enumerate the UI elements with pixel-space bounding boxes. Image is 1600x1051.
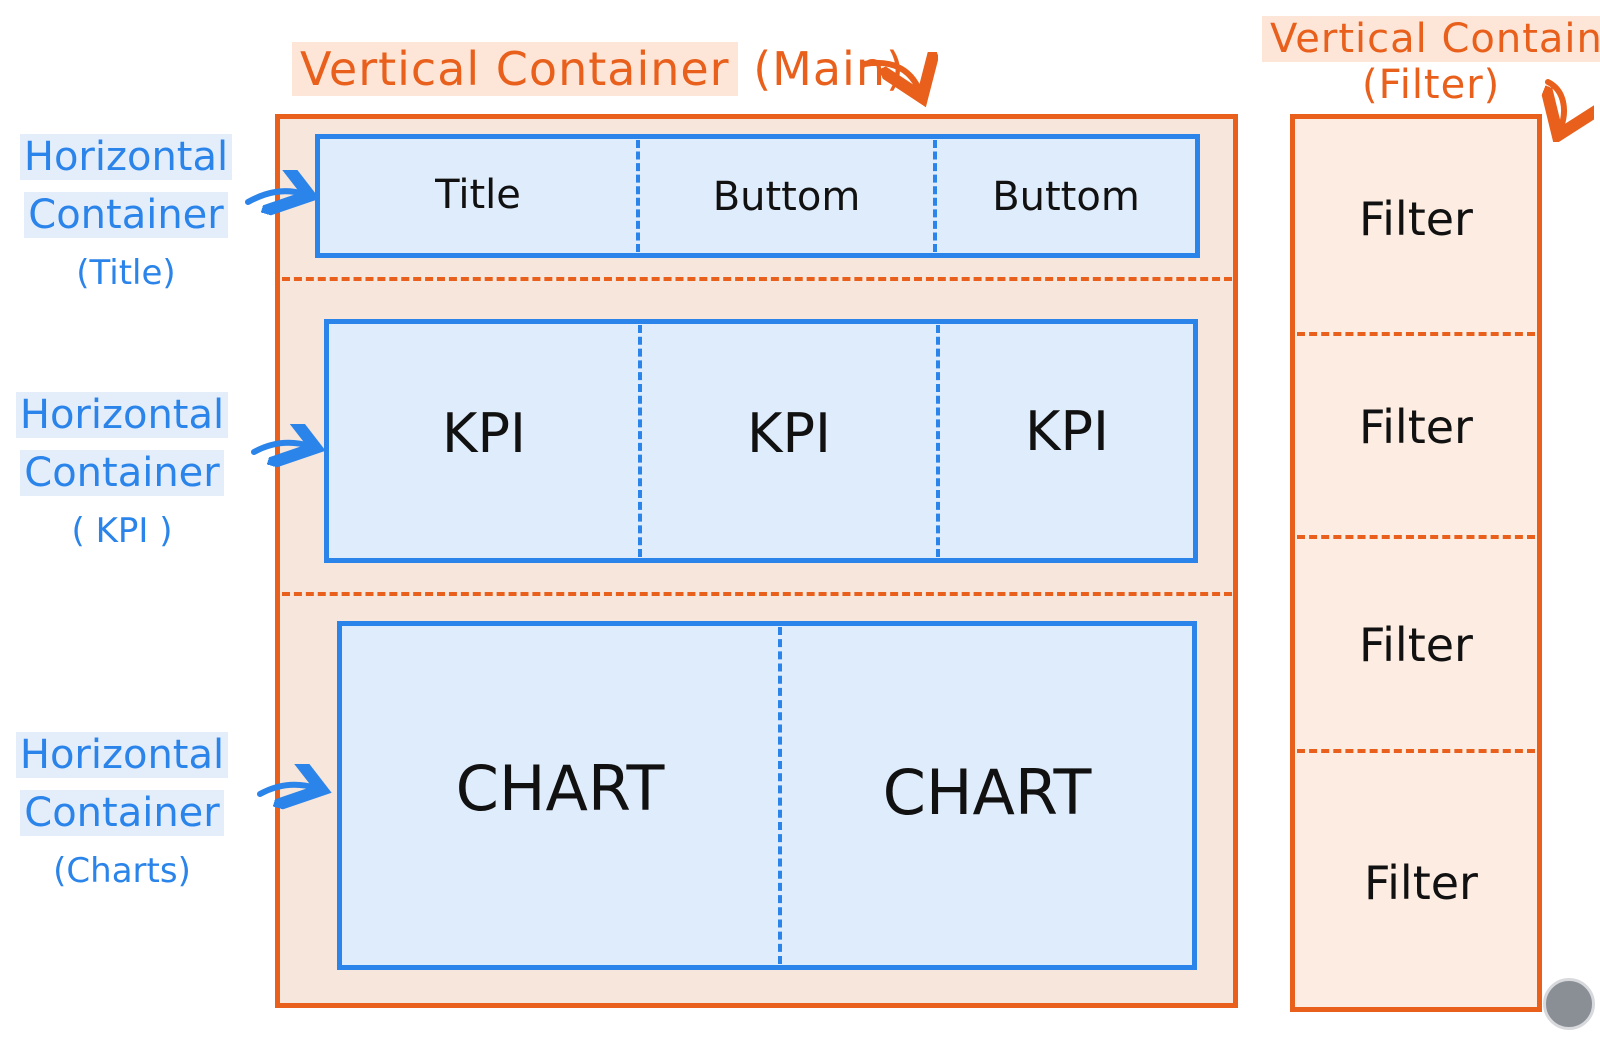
title-label-line1: Horizontal: [19, 134, 233, 180]
kpi-label-line1: Horizontal: [15, 392, 229, 438]
charts-row-divider: [778, 627, 782, 964]
charts-label-line3: (Charts): [53, 851, 191, 891]
kpi-row-divider-2: [936, 325, 940, 557]
chart-cell-2: CHART: [882, 756, 1092, 829]
main-container-label-text: Vertical Container: [292, 42, 738, 96]
filter-item-2[interactable]: Filter: [1359, 400, 1473, 454]
kpi-cell-1: KPI: [442, 402, 526, 465]
filter-vertical-container: [1290, 114, 1542, 1012]
main-divider-1: [282, 277, 1232, 281]
kpi-cell-3: KPI: [1025, 400, 1109, 463]
main-divider-2: [282, 592, 1232, 596]
filter-container-arrow-icon: [1534, 79, 1594, 142]
charts-horizontal-container: [337, 621, 1197, 970]
filter-label-text: Vertical Container: [1262, 16, 1600, 62]
filter-divider-1: [1297, 332, 1535, 336]
main-container-label-suffix: (Main): [753, 42, 905, 96]
charts-label-line2: Container: [20, 790, 224, 836]
filter-item-4[interactable]: Filter: [1364, 856, 1478, 910]
title-label-line3: (Title): [76, 253, 176, 293]
charts-label-line1: Horizontal: [15, 732, 229, 778]
filter-item-1[interactable]: Filter: [1359, 192, 1473, 246]
kpi-horizontal-container: [324, 319, 1198, 563]
filter-container-label: Vertical Container (Filter): [1262, 16, 1600, 108]
kpi-arrow-icon: [251, 424, 326, 474]
button-cell-1[interactable]: Buttom: [712, 174, 861, 220]
chart-cell-1: CHART: [455, 752, 665, 825]
main-container-arrow-icon: [861, 52, 938, 112]
title-row-divider-1: [636, 140, 640, 252]
kpi-row-divider-1: [638, 325, 642, 557]
filter-divider-3: [1297, 749, 1535, 753]
charts-arrow-icon: [257, 764, 332, 814]
title-row-divider-2: [933, 140, 937, 252]
filter-item-3[interactable]: Filter: [1359, 618, 1473, 672]
filter-label-suffix: (Filter): [1362, 62, 1501, 108]
title-container-label: Horizontal Container (Title): [8, 128, 244, 302]
kpi-cell-2: KPI: [747, 402, 831, 465]
title-label-line2: Container: [24, 192, 228, 238]
avatar: [1543, 978, 1595, 1030]
kpi-label-line3: ( KPI ): [71, 511, 173, 551]
kpi-label-line2: Container: [20, 450, 224, 496]
button-cell-2[interactable]: Buttom: [992, 174, 1140, 220]
title-horizontal-container: [315, 134, 1200, 258]
filter-divider-2: [1297, 535, 1535, 539]
title-cell: Title: [435, 172, 521, 218]
main-container-label: Vertical Container (Main): [292, 42, 905, 96]
kpi-container-label: Horizontal Container ( KPI ): [4, 386, 240, 560]
title-arrow-icon: [245, 170, 320, 220]
charts-container-label: Horizontal Container (Charts): [4, 726, 240, 900]
